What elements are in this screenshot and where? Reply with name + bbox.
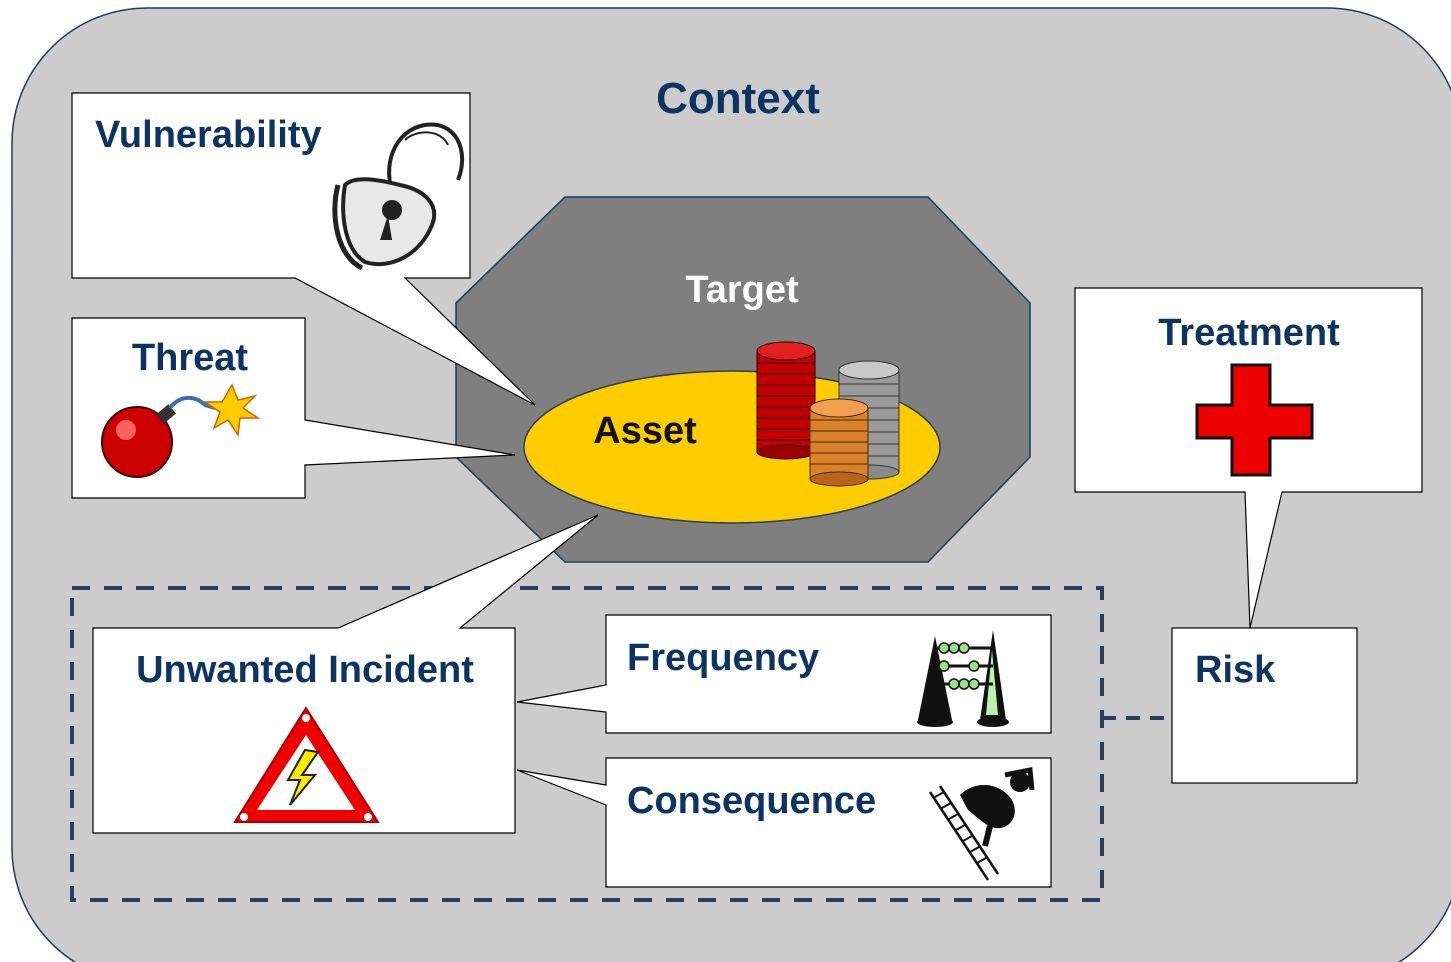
coin-stacks-icon xyxy=(756,341,900,487)
frequency-title: Frequency xyxy=(627,637,819,679)
bomb-icon xyxy=(101,383,261,478)
risk-components-group xyxy=(70,586,1104,902)
target-title: Target xyxy=(685,269,799,311)
treatment-callout: Treatment xyxy=(1074,287,1423,629)
frequency-callout: Frequency xyxy=(516,614,1052,734)
red-cross-icon xyxy=(1195,363,1314,477)
risk-title: Risk xyxy=(1195,649,1276,691)
context-title: Context xyxy=(656,74,820,123)
consequence-title: Consequence xyxy=(627,780,876,822)
warning-triangle-icon xyxy=(233,706,380,823)
threat-title: Threat xyxy=(132,337,248,379)
broken-padlock-icon xyxy=(332,122,465,271)
risk-box: Risk xyxy=(1171,627,1358,784)
threat-callout: Threat xyxy=(71,317,516,499)
asset-title: Asset xyxy=(593,410,697,452)
consequence-callout: Consequence xyxy=(516,757,1052,888)
abacus-icon xyxy=(917,630,1009,727)
treatment-title: Treatment xyxy=(1158,312,1340,354)
orange-coin-stack xyxy=(809,398,869,487)
unwanted-incident-title: Unwanted Incident xyxy=(136,649,474,691)
red-coin-stack xyxy=(756,341,816,460)
vulnerability-callout: Vulnerability xyxy=(71,92,536,406)
vulnerability-title: Vulnerability xyxy=(95,114,322,156)
unwanted-incident-callout: Unwanted Incident xyxy=(92,514,599,834)
falling-person-ladder-icon xyxy=(928,767,1035,881)
